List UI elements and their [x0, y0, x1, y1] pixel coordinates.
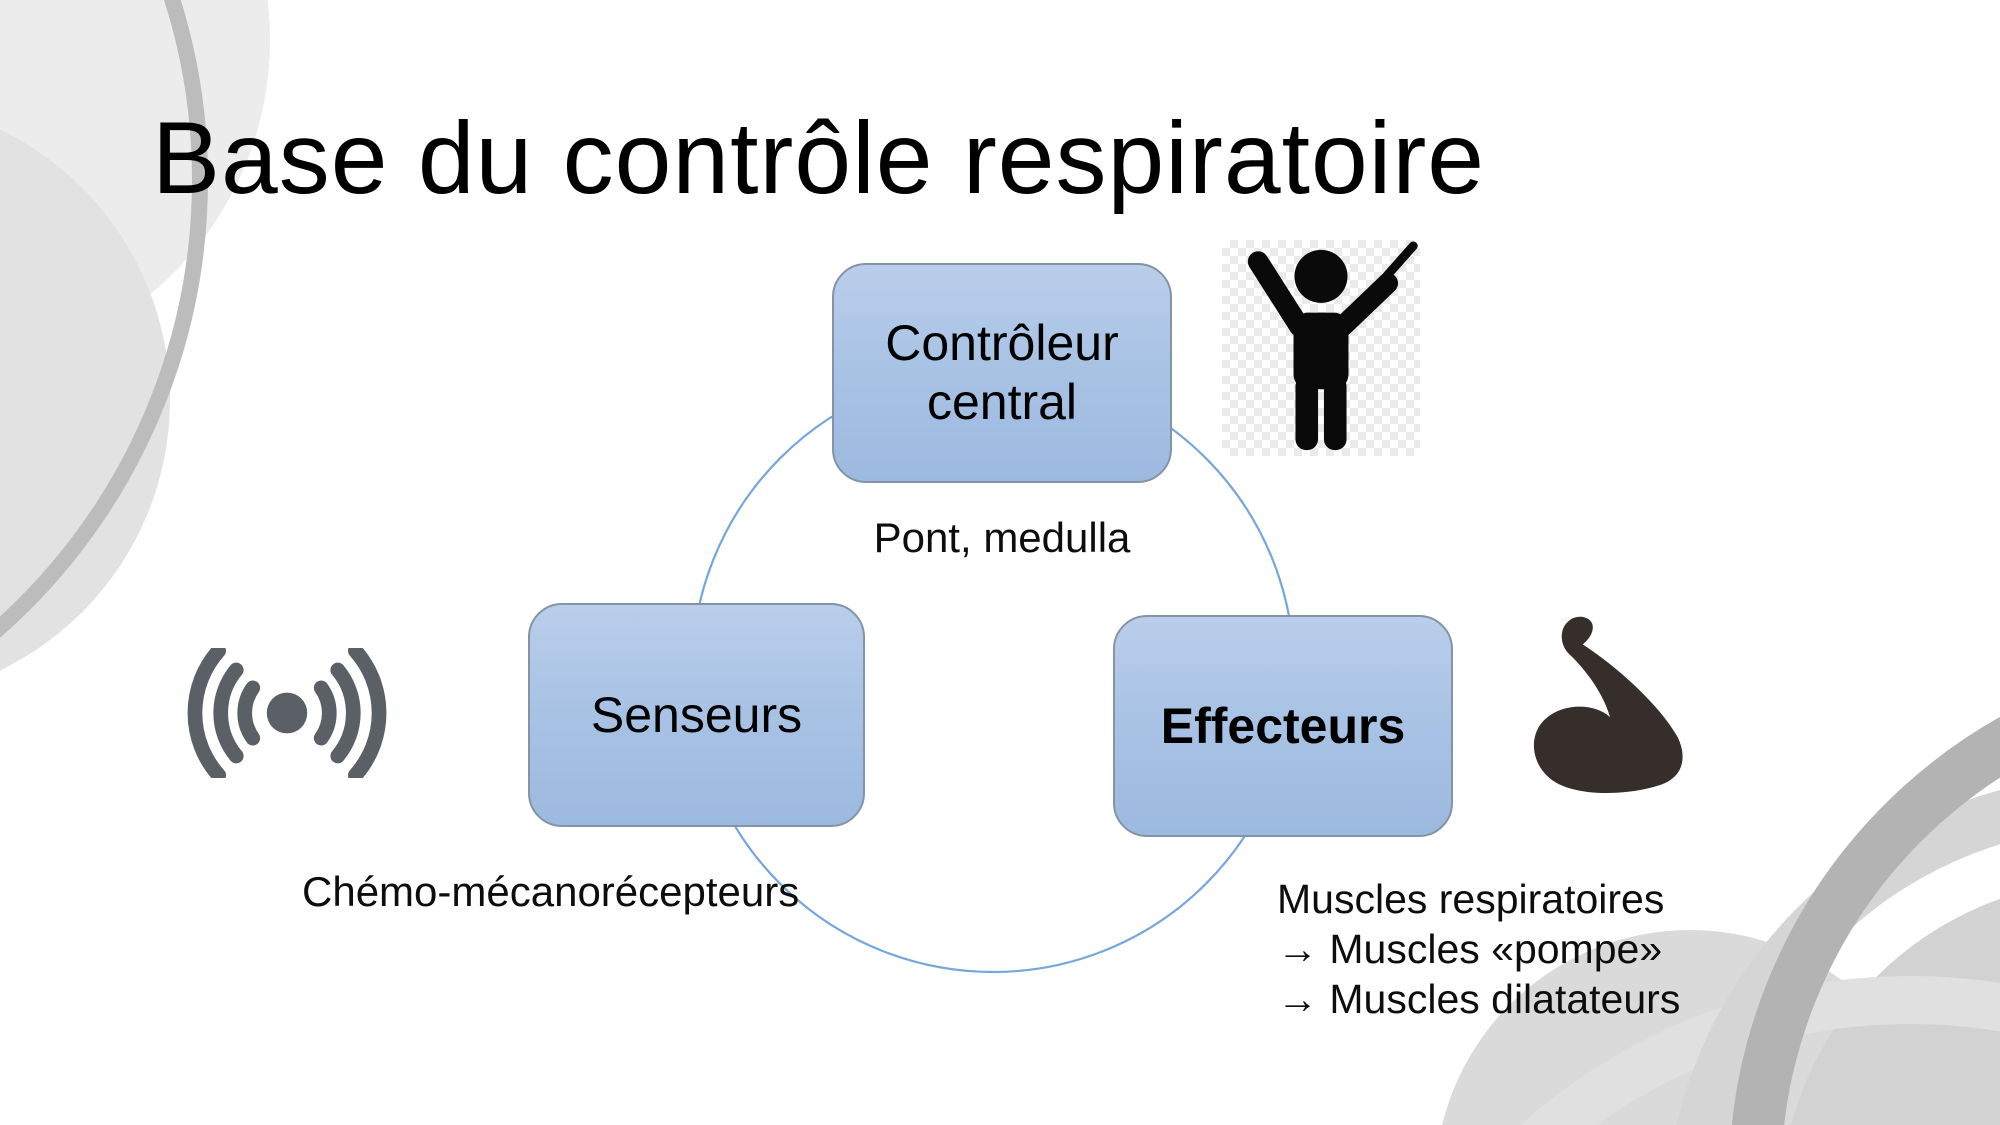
decor-circle-mid: [0, 129, 170, 671]
signal-icon-graphic: [187, 643, 387, 783]
caption-chemoreceptors: Chémo-mécanorécepteurs: [302, 868, 800, 915]
decor-ring-dark: [1732, 717, 2000, 1125]
node-sensors: Senseurs: [528, 603, 865, 827]
caption-muscles-line3: → Muscles dilatateurs: [1277, 976, 1681, 1023]
node-effectors-label: Effecteurs: [1160, 697, 1406, 754]
page-title: Base du contrôle respiratoire: [152, 101, 1486, 215]
decor-circle-corner: [1791, 898, 2000, 1125]
caption-muscles-line1: Muscles respiratoires: [1277, 876, 1665, 922]
conductor-icon: [1247, 241, 1418, 451]
signal-icon: [172, 643, 402, 783]
caption-muscles-line2: → Muscles «pompe»: [1277, 926, 1663, 973]
caption-respiratory-muscles: Muscles respiratoires → Muscles «pompe» …: [1277, 874, 1680, 1024]
node-sensors-label: Senseurs: [590, 686, 803, 743]
node-central-controller-label: Contrôleur central: [885, 315, 1119, 430]
decor-ring-light: [1676, 790, 2000, 1125]
muscle-icon-graphic: [1533, 616, 1683, 794]
muscle-icon: [1527, 612, 1691, 804]
conductor-image-checkerboard: [1222, 240, 1420, 456]
caption-pont-medulla: Pont, medulla: [873, 514, 1131, 561]
node-effectors: Effecteurs: [1113, 615, 1453, 837]
node-central-controller: Contrôleur central: [832, 263, 1172, 483]
